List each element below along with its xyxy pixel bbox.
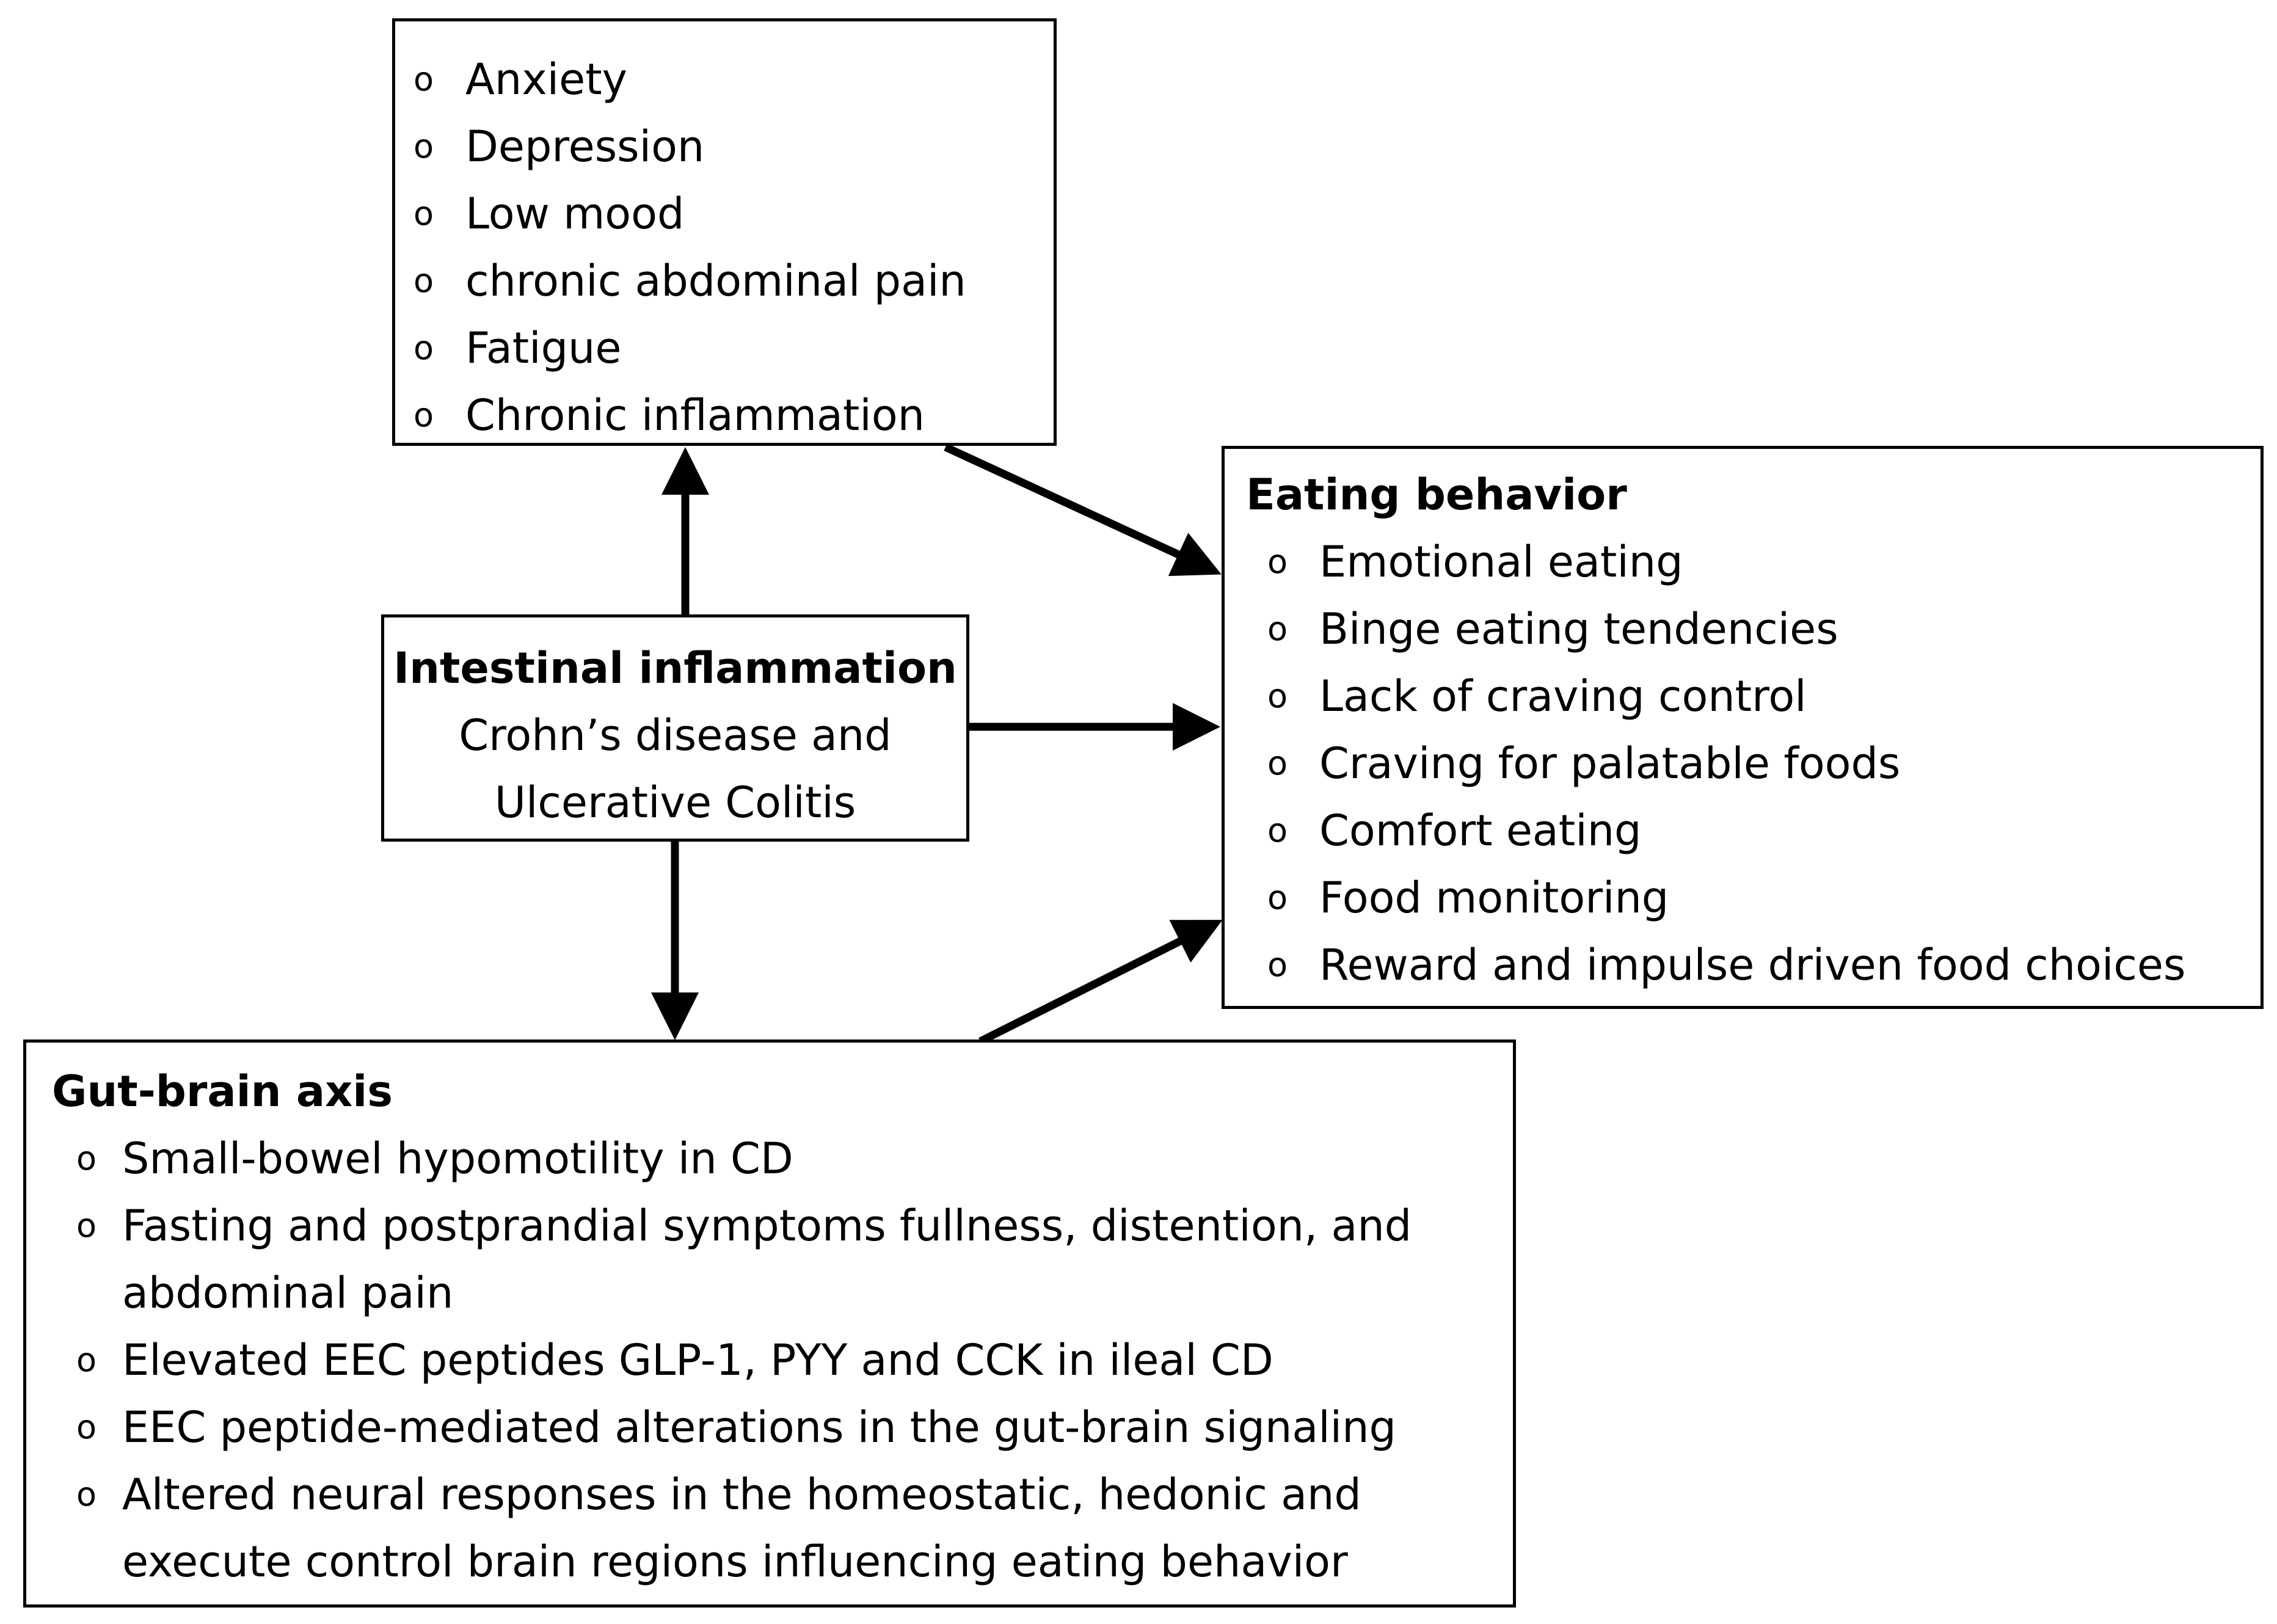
list-item: o Reward and impulse driven food choices [1246,931,2248,999]
bullet-icon: o [414,194,434,233]
bullet-icon: o [1267,878,1288,917]
list-item: o Elevated EEC peptides GLP-1, PYY and CC… [52,1327,1501,1394]
list-item: o Emotional eating [1246,528,2248,595]
list-item-label: Food monitoring [1319,873,1669,923]
arrow-gutbrain-to-eating [978,920,1223,1045]
list-item: o Low mood [395,180,1041,247]
list-item: o Chronic inflammation [395,382,1041,449]
list-item-label: Comfort eating [1319,806,1642,856]
bullet-icon: o [414,261,434,300]
bullet-icon: o [1267,677,1288,715]
list-item-label: Depression [465,122,705,172]
list-item-label: Low mood [465,189,685,239]
list-item-label: Anxiety [465,54,628,104]
list-item: o Fasting and postprandial symptoms fulln… [52,1192,1501,1327]
list-item-label: Fasting and postprandial symptoms fullne… [122,1201,1412,1318]
list-item: o Anxiety [395,46,1041,113]
bullet-icon: o [76,1341,97,1379]
list-item-label: Craving for palatable foods [1319,738,1901,788]
bullet-icon: o [76,1139,97,1178]
list-item-label: Chronic inflammation [465,390,925,440]
bullet-icon: o [414,329,434,367]
bullet-icon: o [414,396,434,434]
intestinal-inflammation-box: Intestinal inflammation Crohn’s disease … [381,614,969,842]
inflammation-line-1: Crohn’s disease and [459,710,892,760]
list-item-label: Fatigue [465,323,622,373]
bullet-icon: o [1267,542,1288,581]
list-item: o chronic abdominal pain [395,247,1041,315]
list-item: o Food monitoring [1246,864,2248,931]
eating-behavior-title: Eating behavior [1246,470,1627,520]
list-item-label: EEC peptide-mediated alterations in the … [122,1402,1396,1452]
list-item: o Altered neural responses in the homeost… [52,1461,1501,1595]
list-item: o Small-bowel hypomotility in CD [52,1125,1501,1192]
list-item: o EEC peptide-mediated alterations in the… [52,1394,1501,1461]
list-item: o Comfort eating [1246,797,2248,864]
list-item-label: Reward and impulse driven food choices [1319,940,2186,990]
gut-brain-axis-title: Gut-brain axis [52,1066,393,1116]
list-item-label: Binge eating tendencies [1319,604,1838,654]
inflammation-title: Intestinal inflammation [393,643,957,693]
list-item-label: Lack of craving control [1319,671,1807,721]
list-item: o Binge eating tendencies [1246,595,2248,663]
list-item-label: Emotional eating [1319,537,1683,587]
bullet-icon: o [76,1206,97,1245]
bullet-icon: o [414,60,434,98]
list-item-label: Altered neural responses in the homeosta… [122,1469,1361,1587]
bullet-icon: o [76,1408,97,1446]
bullet-icon: o [1267,945,1288,984]
bullet-icon: o [1267,610,1288,648]
arrow-symptoms-to-eating [944,443,1222,577]
list-item: o Craving for palatable foods [1246,730,2248,797]
list-item: o Fatigue [395,315,1041,382]
inflammation-line-2: Ulcerative Colitis [494,777,856,828]
list-item-label: Elevated EEC peptides GLP-1, PYY and CCK… [122,1335,1273,1385]
list-item: o Depression [395,113,1041,180]
bullet-icon: o [1267,811,1288,850]
list-item: o Lack of craving control [1246,663,2248,730]
gut-brain-axis-box: Gut-brain axis o Small-bowel hypomotility… [23,1040,1516,1608]
list-item-label: chronic abdominal pain [465,256,966,306]
bullet-icon: o [1267,744,1288,782]
list-item-label: Small-bowel hypomotility in CD [122,1134,793,1184]
bullet-icon: o [414,127,434,166]
bullet-icon: o [76,1475,97,1513]
